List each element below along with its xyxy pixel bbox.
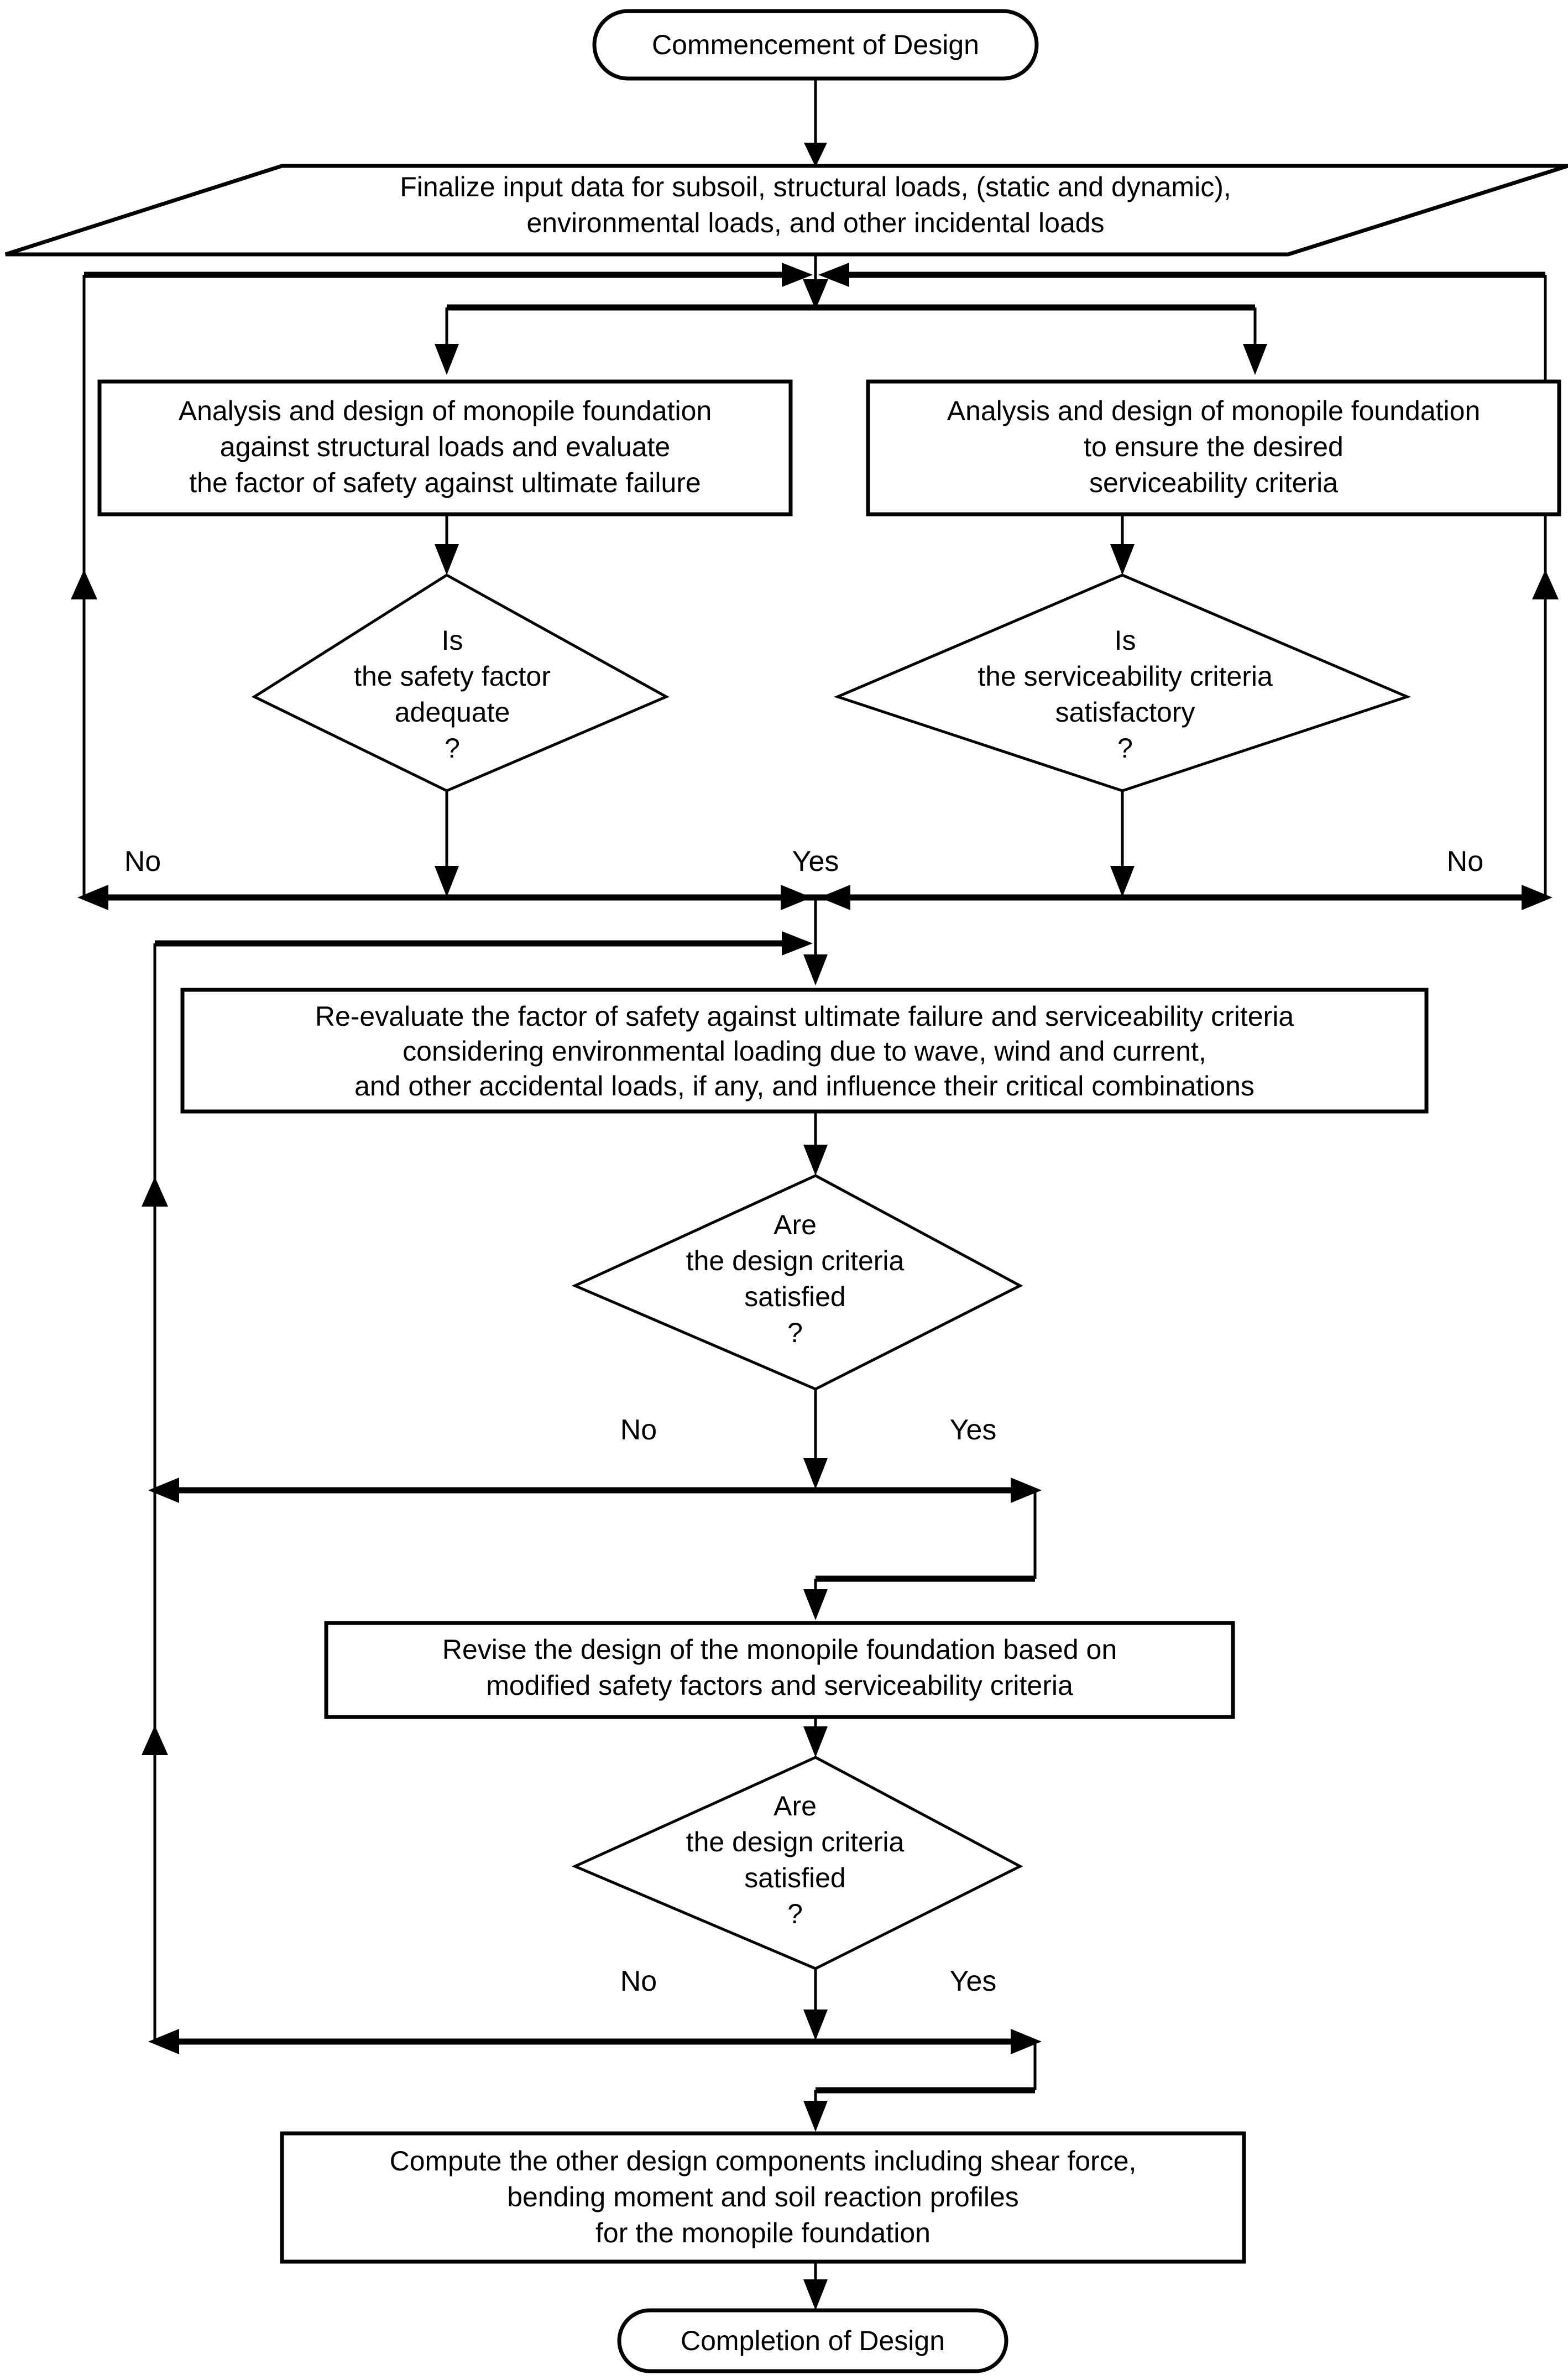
- decision-design-1-line-1: Are: [773, 1209, 817, 1240]
- decision-design-2-line-2: the design criteria: [686, 1826, 905, 1857]
- arrowhead-decision-serviceability: [1110, 544, 1135, 575]
- node-end[interactable]: Completion of Design: [617, 2308, 1008, 2373]
- decision-serviceability-line-3: satisfactory: [1055, 697, 1195, 728]
- arrowhead-decision-safety: [435, 544, 459, 575]
- process-revise-shape: [324, 1621, 1235, 1719]
- decision-design-1-line-4: ?: [787, 1317, 803, 1348]
- node-process-compute[interactable]: Compute the other design components incl…: [280, 2131, 1246, 2264]
- process-serviceability-line-3: serviceability criteria: [1089, 467, 1338, 498]
- arrowhead-left-riser-up: [71, 570, 97, 599]
- node-decision-design-1[interactable]: Are the design criteria satisfied ?: [571, 1174, 1023, 1391]
- arrowhead-feedback-right-top: [818, 263, 849, 287]
- node-process-revise[interactable]: Revise the design of the monopile founda…: [324, 1621, 1235, 1719]
- start-label: Commencement of Design: [652, 29, 979, 60]
- process-ultimate-line-1: Analysis and design of monopile foundati…: [179, 395, 712, 426]
- arrowhead-lower-riser-up-1: [142, 1177, 168, 1207]
- process-compute-line-3: for the monopile foundation: [595, 2217, 931, 2248]
- arrowhead-reevaluate: [803, 954, 828, 985]
- process-serviceability-shape: [866, 379, 1561, 516]
- process-revise-line-2: modified safety factors and serviceabili…: [486, 1670, 1073, 1701]
- decision-serviceability-shape: [833, 573, 1412, 792]
- input-line-2: environmental loads, and other incidenta…: [526, 207, 1104, 238]
- edge-label-no-mid-1: No: [620, 1414, 657, 1446]
- process-reevaluate-shape: [180, 988, 1429, 1114]
- arrowhead-merge-left: [77, 885, 108, 910]
- arrowhead-process-serviceability: [1243, 344, 1267, 375]
- process-ultimate-line-2: against structural loads and evaluate: [220, 431, 670, 462]
- process-compute-shape: [280, 2131, 1246, 2264]
- node-decision-safety[interactable]: Is the safety factor adequate ?: [251, 573, 670, 792]
- arrowhead-lower-riser-up-2: [142, 1725, 168, 1755]
- process-ultimate-line-3: the factor of safety against ultimate fa…: [189, 467, 701, 498]
- arrowhead-lower-feedback-in: [782, 931, 813, 956]
- process-compute-line-1: Compute the other design components incl…: [390, 2146, 1137, 2177]
- edge-label-yes-center-top: Yes: [792, 845, 839, 878]
- process-serviceability-line-1: Analysis and design of monopile foundati…: [947, 395, 1481, 426]
- start-terminator-shape: [592, 9, 1039, 81]
- decision-design-1-line-3: satisfied: [744, 1281, 845, 1312]
- decision-safety-shape: [251, 573, 670, 792]
- arrowhead-bar2-right: [1011, 2029, 1042, 2054]
- connectors: [71, 79, 1559, 2310]
- process-reevaluate-line-3: and other accidental loads, if any, and …: [354, 1071, 1255, 1102]
- decision-safety-line-1: Is: [442, 625, 463, 656]
- decision-design-2-shape: [571, 1756, 1023, 1970]
- node-process-ultimate[interactable]: Analysis and design of monopile foundati…: [97, 379, 793, 516]
- decision-safety-line-3: adequate: [395, 697, 510, 728]
- edge-label-no-mid-2: No: [620, 1965, 657, 1997]
- process-compute-line-2: bending moment and soil reaction profile…: [507, 2181, 1019, 2212]
- input-parallelogram-shape: [4, 164, 1568, 257]
- arrowhead-right-riser-up: [1532, 570, 1559, 599]
- arrowhead-decision1-to-bar: [803, 1458, 828, 1489]
- edge-labels: No Yes No No Yes No Yes: [124, 845, 1483, 1997]
- arrowhead-decision-design-1: [803, 1145, 828, 1176]
- edge-label-yes-mid-2: Yes: [950, 1965, 997, 1997]
- decision-design-2-line-3: satisfied: [744, 1862, 845, 1893]
- edge-label-no-right-top: No: [1447, 845, 1483, 878]
- arrowhead-merge-center-right: [819, 885, 850, 910]
- arrowhead-bar1-right: [1011, 1478, 1042, 1503]
- arrowhead-serviceability-to-merge: [1110, 866, 1135, 897]
- decision-safety-line-2: the safety factor: [354, 661, 551, 692]
- end-label: Completion of Design: [681, 2325, 945, 2356]
- process-revise-line-1: Revise the design of the monopile founda…: [442, 1634, 1117, 1665]
- node-input[interactable]: Finalize input data for subsoil, structu…: [4, 164, 1568, 257]
- node-decision-design-2[interactable]: Are the design criteria satisfied ?: [571, 1756, 1023, 1970]
- arrowhead-split-junction: [803, 279, 828, 310]
- process-ultimate-shape: [97, 379, 793, 516]
- process-reevaluate-line-1: Re-evaluate the factor of safety against…: [315, 1001, 1294, 1032]
- arrowhead-revise: [803, 1589, 828, 1620]
- decision-serviceability-line-1: Is: [1115, 625, 1136, 656]
- decision-design-1-shape: [571, 1174, 1023, 1391]
- decision-design-2-line-4: ?: [787, 1898, 803, 1929]
- edge-label-yes-mid-1: Yes: [950, 1414, 997, 1446]
- decision-safety-line-4: ?: [445, 733, 460, 764]
- arrowhead-decision-design-2: [803, 1726, 828, 1757]
- decision-serviceability-line-4: ?: [1117, 733, 1133, 764]
- input-line-1: Finalize input data for subsoil, structu…: [400, 171, 1231, 202]
- arrowhead-bar2-left: [148, 2029, 179, 2054]
- node-decision-serviceability[interactable]: Is the serviceability criteria satisfact…: [833, 573, 1412, 792]
- decision-design-2-line-1: Are: [773, 1791, 817, 1821]
- decision-serviceability-line-2: the serviceability criteria: [978, 661, 1273, 692]
- arrowhead-safety-to-merge: [435, 866, 459, 897]
- arrowhead-merge-center-left: [781, 885, 812, 910]
- end-terminator-shape: [617, 2308, 1008, 2373]
- node-process-reevaluate[interactable]: Re-evaluate the factor of safety against…: [180, 988, 1429, 1114]
- arrowhead-merge-right: [1522, 885, 1553, 910]
- edge-label-no-left-top: No: [124, 845, 161, 878]
- decision-design-1-line-2: the design criteria: [686, 1245, 905, 1276]
- arrowhead-decision2-to-bar: [803, 2010, 828, 2040]
- arrowhead-input: [804, 143, 827, 167]
- arrowhead-bar1-left: [148, 1478, 179, 1503]
- arrowhead-feedback-left-top: [782, 263, 813, 287]
- process-serviceability-line-2: to ensure the desired: [1084, 431, 1344, 462]
- node-process-serviceability[interactable]: Analysis and design of monopile foundati…: [866, 379, 1561, 516]
- arrowhead-compute: [803, 2101, 828, 2132]
- node-start[interactable]: Commencement of Design: [592, 9, 1039, 81]
- process-reevaluate-line-2: considering environmental loading due to…: [403, 1036, 1206, 1067]
- arrowhead-end: [803, 2279, 828, 2310]
- arrowhead-process-ultimate: [435, 344, 459, 375]
